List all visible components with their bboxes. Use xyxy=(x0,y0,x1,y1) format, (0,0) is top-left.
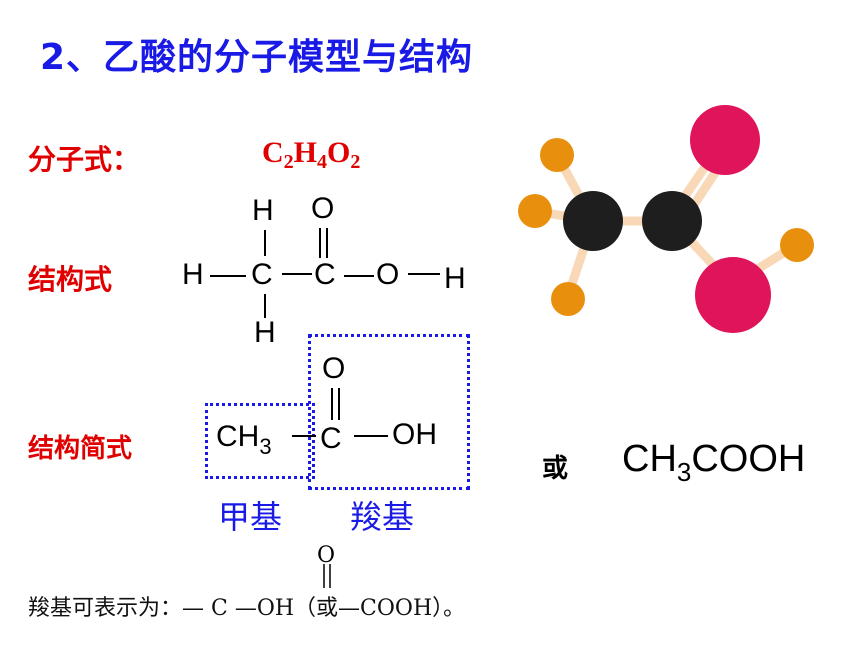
carbon-atom-1 xyxy=(563,191,623,251)
atom-o-top: O xyxy=(311,192,335,225)
note-o-top: O xyxy=(317,543,336,568)
condensed-o-top: O xyxy=(322,352,346,385)
oxygen-atom-top xyxy=(690,105,760,175)
condensed-oh: OH xyxy=(392,418,437,451)
structural-formula: H O H C C O H H xyxy=(176,190,476,350)
carboxyl-box xyxy=(308,334,470,490)
methyl-label: 甲基 xyxy=(218,498,283,536)
atom-h-left: H xyxy=(182,258,204,291)
atom-h-top: H xyxy=(252,194,274,227)
acetic-acid-ball-and-stick-model xyxy=(518,105,814,333)
atom-c2: C xyxy=(314,258,336,291)
carboxyl-note: 羧基可表示为：— C —OH（或—COOH）。 xyxy=(28,596,466,621)
condensed-c: C xyxy=(320,422,342,455)
carbon-atom-2 xyxy=(642,191,702,251)
hydrogen-atom-3 xyxy=(551,282,585,316)
atom-h-right: H xyxy=(444,262,466,295)
hydrogen-atom-1 xyxy=(540,138,574,172)
molecular-formula-label: 分子式： xyxy=(28,143,141,176)
structural-bonds xyxy=(210,228,440,318)
or-label: 或 xyxy=(542,454,569,484)
oxygen-atom-bottom xyxy=(695,257,771,333)
atom-c1: C xyxy=(251,258,273,291)
condensed-formula-label: 结构简式 xyxy=(28,434,133,464)
condensed-bonds xyxy=(292,388,388,437)
note-double-bond xyxy=(323,564,331,588)
atom-h-bottom: H xyxy=(254,316,276,349)
molecular-formula: C2H4O2 xyxy=(262,136,361,173)
page-title: 2、乙酸的分子模型与结构 xyxy=(40,37,474,78)
carboxyl-label: 羧基 xyxy=(350,498,415,536)
condensed-ch3: CH3 xyxy=(216,420,272,459)
hydrogen-atom-4 xyxy=(780,228,814,262)
methyl-box xyxy=(205,403,315,479)
structural-formula-label: 结构式 xyxy=(28,263,113,296)
atom-o-right: O xyxy=(376,258,400,291)
hydrogen-atom-2 xyxy=(518,194,552,228)
condensed-alt-formula: CH3COOH xyxy=(622,438,806,487)
